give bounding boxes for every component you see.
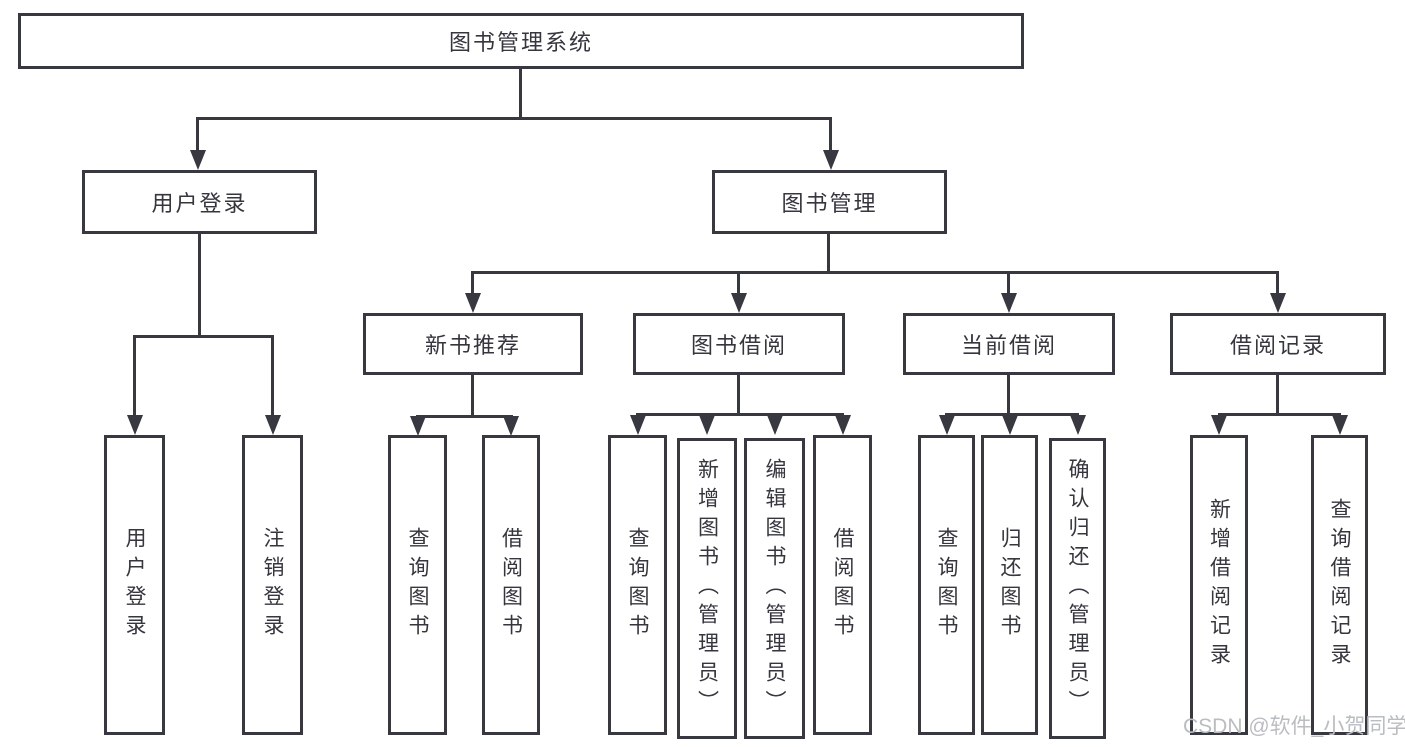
- leaf-return-books-label: 归还图书: [998, 527, 1021, 643]
- leaf-current-query-books-label: 查询图书: [935, 527, 958, 643]
- connector-line: [133, 335, 136, 416]
- connector-line: [416, 415, 513, 418]
- leaf-return-books: 归还图书: [981, 435, 1038, 735]
- arrow-down-icon: [465, 293, 481, 313]
- node-book-borrow: 图书借阅: [633, 313, 845, 375]
- leaf-user-login-label: 用户登录: [123, 527, 146, 643]
- connector-line: [1276, 271, 1279, 294]
- connector-line: [198, 234, 201, 337]
- leaf-edit-books-admin-label: 编辑图书（管理员）: [763, 458, 786, 719]
- leaf-confirm-return-admin: 确认归还（管理员）: [1049, 438, 1106, 739]
- arrow-down-icon: [767, 415, 783, 435]
- node-current-borrow-label: 当前借阅: [960, 333, 1057, 358]
- node-borrow-records-label: 借阅记录: [1229, 333, 1326, 358]
- connector-line: [1007, 374, 1010, 415]
- connector-line: [133, 335, 274, 338]
- leaf-add-books-admin: 新增图书（管理员）: [677, 438, 737, 739]
- leaf-recommend-query-books: 查询图书: [388, 435, 447, 735]
- arrow-down-icon: [503, 416, 519, 436]
- arrow-down-icon: [1001, 293, 1017, 313]
- node-user-login-label: 用户登录: [151, 191, 248, 216]
- arrow-down-icon: [823, 150, 839, 170]
- connector-line: [1007, 271, 1010, 294]
- arrow-down-icon: [265, 415, 281, 435]
- connector-line: [1218, 413, 1341, 416]
- leaf-borrow-query-books-label: 查询图书: [626, 527, 649, 643]
- leaf-confirm-return-admin-label: 确认归还（管理员）: [1066, 458, 1089, 719]
- node-system-root: 图书管理系统: [18, 13, 1024, 69]
- connector-line: [1276, 374, 1279, 415]
- node-borrow-records: 借阅记录: [1170, 313, 1386, 375]
- arrow-down-icon: [1211, 415, 1227, 435]
- node-current-borrow: 当前借阅: [903, 313, 1115, 375]
- leaf-add-borrow-record: 新增借阅记录: [1190, 435, 1248, 735]
- connector-line: [737, 374, 740, 415]
- node-book-management: 图书管理: [712, 170, 947, 234]
- arrow-down-icon: [939, 415, 955, 435]
- connector-line: [829, 117, 832, 150]
- connector-line: [471, 271, 1279, 274]
- leaf-add-books-admin-label: 新增图书（管理员）: [695, 458, 719, 719]
- watermark: CSDN @软件_小贺同学: [1183, 715, 1405, 738]
- node-user-login: 用户登录: [82, 170, 317, 234]
- arrow-down-icon: [127, 415, 143, 435]
- connector-line: [196, 117, 199, 150]
- arrow-down-icon: [1002, 415, 1018, 435]
- node-new-book-recommend: 新书推荐: [363, 313, 583, 375]
- leaf-user-login: 用户登录: [104, 435, 165, 735]
- arrow-down-icon: [1070, 415, 1086, 435]
- arrow-down-icon: [699, 415, 715, 435]
- connector-line: [271, 335, 274, 416]
- leaf-borrow-borrow-books-label: 借阅图书: [831, 527, 854, 643]
- arrow-down-icon: [1270, 293, 1286, 313]
- arrow-down-icon: [731, 293, 747, 313]
- leaf-logout-label: 注销登录: [261, 527, 284, 643]
- leaf-edit-books-admin: 编辑图书（管理员）: [744, 438, 805, 739]
- leaf-recommend-borrow-books: 借阅图书: [482, 435, 540, 735]
- node-new-book-recommend-label: 新书推荐: [424, 333, 521, 358]
- node-book-borrow-label: 图书借阅: [690, 333, 787, 358]
- node-system-root-label: 图书管理系统: [448, 30, 593, 55]
- arrow-down-icon: [190, 150, 206, 170]
- connector-line: [827, 233, 830, 273]
- leaf-logout: 注销登录: [242, 435, 303, 735]
- connector-line: [737, 271, 740, 294]
- leaf-borrow-query-books: 查询图书: [608, 435, 667, 735]
- leaf-current-query-books: 查询图书: [918, 435, 975, 735]
- connector-line: [196, 117, 832, 120]
- connector-line: [519, 69, 522, 119]
- leaf-recommend-query-books-label: 查询图书: [406, 527, 429, 643]
- arrow-down-icon: [410, 416, 426, 436]
- node-book-management-label: 图书管理: [781, 191, 878, 216]
- leaf-add-borrow-record-label: 新增借阅记录: [1207, 498, 1231, 672]
- leaf-query-borrow-record: 查询借阅记录: [1311, 435, 1368, 735]
- connector-line: [636, 413, 844, 416]
- connector-line: [471, 374, 474, 417]
- leaf-borrow-borrow-books: 借阅图书: [813, 435, 872, 735]
- leaf-recommend-borrow-books-label: 借阅图书: [499, 527, 523, 643]
- arrow-down-icon: [1332, 415, 1348, 435]
- connector-line: [945, 413, 1079, 416]
- arrow-down-icon: [835, 415, 851, 435]
- arrow-down-icon: [630, 415, 646, 435]
- connector-line: [471, 271, 474, 294]
- leaf-query-borrow-record-label: 查询借阅记录: [1328, 498, 1351, 672]
